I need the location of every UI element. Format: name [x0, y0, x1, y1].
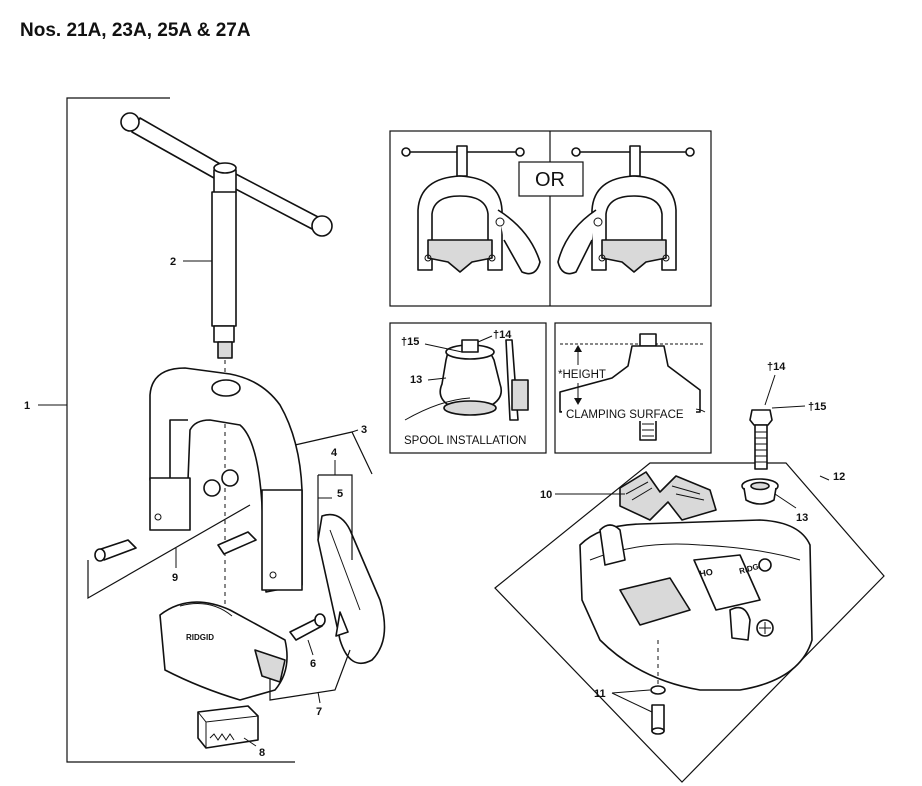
jaw-brand: RIDGID	[186, 633, 214, 642]
t-handle-screw	[120, 112, 333, 359]
hinge-pin	[94, 539, 137, 562]
washer	[203, 479, 221, 497]
spool-callout-13: 13	[410, 374, 422, 386]
base-screw-washer	[650, 685, 666, 735]
callout-3: 3	[361, 424, 367, 436]
base-assembly: 12 HO RIDGID 10 †14 †15	[494, 361, 885, 783]
spool-callout-14: †14	[493, 329, 512, 341]
assembly-bracket-1	[66, 97, 295, 763]
upper-jaw: RIDGID	[159, 601, 288, 701]
or-box	[518, 161, 584, 197]
or-panel: OR	[389, 130, 712, 307]
callout-9: 9	[172, 572, 178, 584]
spool	[741, 478, 779, 505]
left-assembly: 1 2	[24, 97, 386, 763]
callout-10: 10	[540, 489, 552, 501]
nut	[221, 469, 239, 487]
base-model: HO	[699, 567, 714, 579]
jaw-insert	[197, 705, 259, 749]
callout-13: 13	[796, 512, 808, 524]
spool-bolt	[749, 409, 773, 470]
height-panel: *HEIGHT CLAMPING SURFACE	[554, 322, 712, 454]
callout-1: 1	[24, 400, 30, 412]
callout-5: 5	[337, 488, 343, 500]
latch-pin	[217, 531, 257, 555]
clamping-surface-label: CLAMPING SURFACE	[566, 409, 684, 421]
vise-base	[579, 519, 813, 691]
callout-2: 2	[170, 256, 176, 268]
callout-12: 12	[833, 471, 845, 483]
vise-variant-left	[401, 145, 541, 275]
callout-11: 11	[594, 688, 606, 700]
callout-4: 4	[331, 447, 338, 459]
yoke-frame	[149, 367, 303, 593]
callout-14: †14	[767, 361, 786, 373]
page-title: Nos. 21A, 23A, 25A & 27A	[20, 20, 251, 41]
or-label: OR	[535, 169, 565, 191]
vise-variant-right	[557, 145, 695, 275]
spool-callout-15: †15	[401, 336, 419, 348]
callout-6: 6	[310, 658, 316, 670]
latch-handle	[317, 513, 386, 665]
callout-8: 8	[259, 747, 265, 759]
spool-installation-label: SPOOL INSTALLATION	[404, 435, 527, 447]
height-label: *HEIGHT	[558, 369, 606, 381]
spool-installation-panel: †15 †14 13 SPOOL INSTALLATION	[389, 322, 547, 454]
callout-15: †15	[808, 401, 826, 413]
callout-7: 7	[316, 706, 322, 718]
lower-jaw	[619, 471, 717, 521]
